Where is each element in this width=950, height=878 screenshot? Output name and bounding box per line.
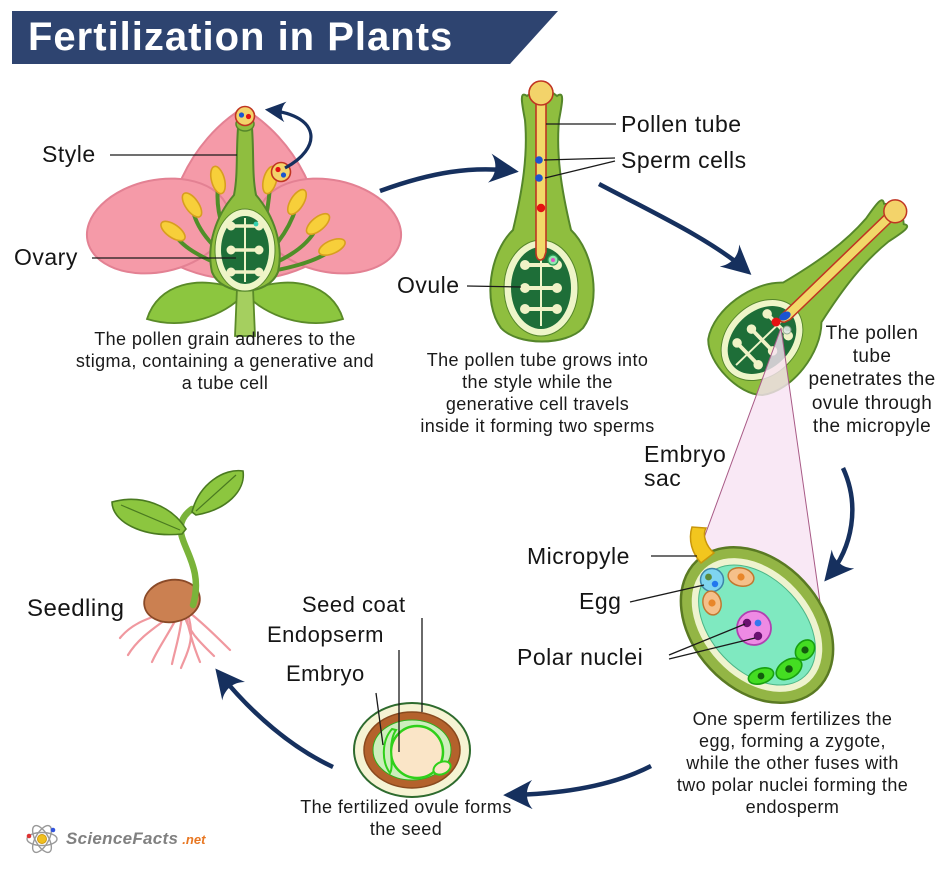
logo-brand-text: ScienceFacts: [66, 829, 179, 848]
label-ovary: Ovary: [14, 244, 78, 270]
pistil-section-illustration: [488, 79, 596, 344]
tilted-pistil-illustration: [690, 166, 941, 414]
pollination-curved-arrow: [264, 101, 313, 170]
label-embryo-sac: Embryo sac: [644, 441, 727, 492]
leader-ovule: [466, 285, 522, 288]
sperm-cell-dots: [535, 156, 546, 213]
caption-step2: The pollen tube grows into the style whi…: [420, 350, 655, 436]
embryo-sac-illustration: [679, 526, 835, 705]
leader-sperm-1: [543, 157, 616, 161]
stage-arrows: [215, 153, 855, 810]
leader-embryo: [375, 692, 384, 746]
label-sperm-cells: Sperm cells: [621, 147, 747, 173]
caption-step3: The pollen tube penetrates the ovule thr…: [808, 323, 936, 437]
pollen-grain-on-stigma: [234, 105, 256, 127]
arrow-flower-to-pistil: [379, 153, 519, 194]
micropyle-opening-dot: [782, 325, 792, 335]
caption-step1: The pollen grain adheres to the stigma, …: [75, 329, 375, 393]
flower-pistil: [209, 116, 281, 292]
flower-illustration: [85, 101, 403, 337]
label-egg: Egg: [579, 588, 622, 614]
leader-polar-2: [668, 637, 756, 660]
leader-lines: [92, 123, 756, 752]
seedling-illustration: [111, 469, 244, 670]
seedling-leaves: [111, 469, 244, 536]
label-endosperm: Endopserm: [267, 622, 385, 647]
flower-ovules: [226, 221, 264, 277]
central-cell-polar-nuclei: [736, 610, 772, 646]
arrow-pistil-to-ovule: [597, 182, 752, 275]
sperm-blue-dot: [779, 311, 791, 321]
seed-illustration: [353, 702, 471, 798]
atom-icon: [26, 824, 58, 854]
micropyle-tube: [689, 526, 716, 565]
caption-step4: One sperm fertilizes the egg, forming a …: [676, 709, 909, 817]
label-seedling: Seedling: [27, 595, 125, 622]
label-micropyle: Micropyle: [527, 543, 630, 569]
seedling-stem: [177, 505, 200, 609]
page-title: Fertilization in Plants: [28, 15, 454, 59]
seedling-seed: [143, 578, 201, 624]
flower-sepals: [145, 281, 345, 337]
label-ovule: Ovule: [397, 272, 460, 298]
embryo-shape: [382, 727, 398, 775]
caption-step5: The fertilized ovule forms the seed: [300, 797, 512, 839]
label-style: Style: [42, 141, 96, 167]
arrow-seed-to-seedling: [215, 668, 334, 770]
ovule-nucellus-dot: [253, 221, 259, 227]
leader-sperm-2: [544, 160, 616, 179]
title-banner: Fertilization in Plants: [12, 11, 558, 64]
sperm-red-dot: [771, 317, 781, 327]
arrow-ovule-to-sac: [824, 467, 855, 582]
logo-tld-text: .net: [182, 831, 206, 847]
label-polar-nuclei: Polar nuclei: [517, 644, 644, 670]
label-seed-coat: Seed coat: [302, 592, 406, 617]
sciencefacts-logo: ScienceFacts .net: [22, 820, 205, 858]
label-pollen-tube: Pollen tube: [621, 111, 742, 137]
egg-cell: [699, 567, 725, 593]
leader-egg: [629, 584, 705, 603]
label-embryo: Embryo: [286, 661, 365, 686]
arrow-sac-to-seed: [503, 763, 653, 810]
leader-polar-1: [668, 623, 746, 656]
